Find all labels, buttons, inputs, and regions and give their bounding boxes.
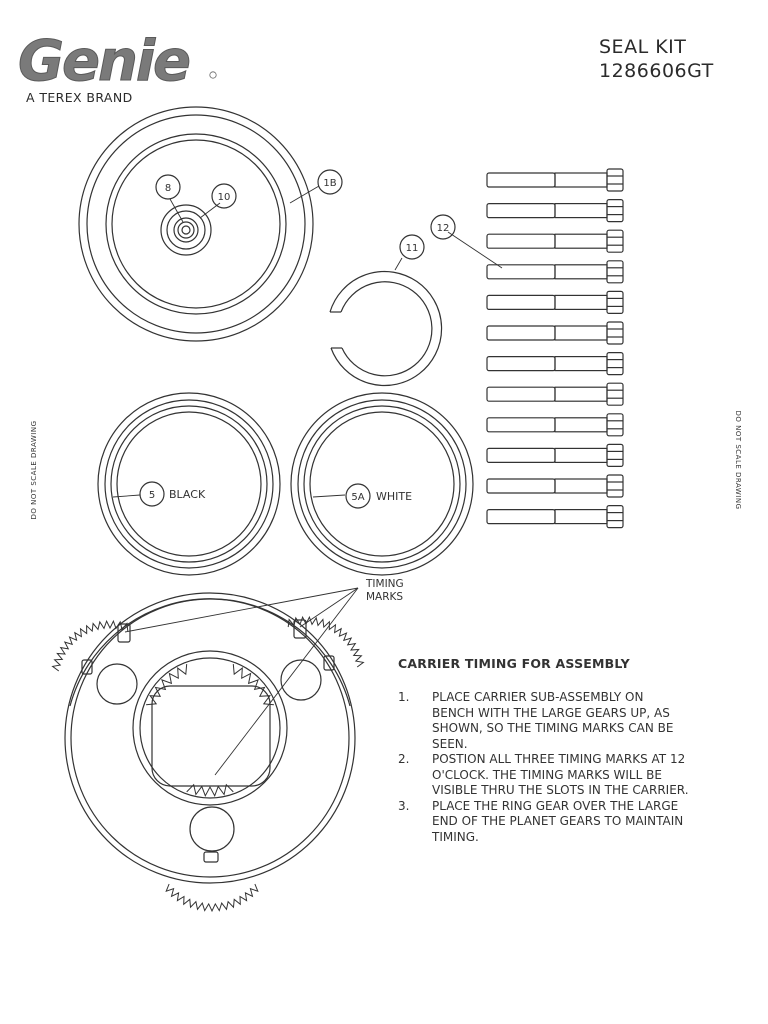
bolt: [486, 168, 624, 192]
bolt: [486, 229, 624, 253]
timing-marks-label: TIMING MARKS: [366, 578, 404, 604]
callout-12: 12: [430, 214, 456, 240]
instruction-step-3: 3. PLACE THE RING GEAR OVER THE LARGE EN…: [398, 798, 684, 844]
part-1b-seal-disc: [78, 106, 314, 342]
gear-tooth-arc: [51, 619, 129, 672]
leader-lines: [112, 185, 503, 776]
gear-tooth-arc: [186, 783, 234, 798]
svg-text:8: 8: [165, 183, 171, 194]
gear-tooth-arc: [287, 615, 365, 668]
gear-tooth-arc: [165, 883, 259, 913]
instruction-step-1: 1. PLACE CARRIER SUB-ASSEMBLY ON BENCH W…: [398, 690, 674, 751]
bolt: [486, 260, 624, 284]
registered-icon: [209, 71, 217, 79]
kit-number: 1286606GT: [599, 60, 714, 82]
bolt: [486, 321, 624, 345]
kit-title: SEAL KIT: [599, 36, 687, 58]
bolt: [486, 443, 624, 467]
part-11-snap-ring: [329, 270, 443, 387]
callout-11: 11: [399, 234, 425, 260]
callout-1b: 1B: [317, 169, 343, 195]
svg-text:11: 11: [406, 243, 419, 254]
timing-marks-line-2: MARKS: [366, 591, 404, 603]
svg-text:12: 12: [437, 223, 450, 234]
svg-text:10: 10: [218, 192, 231, 203]
callout-10: 10: [211, 183, 237, 209]
genie-logo: Genie: [18, 30, 217, 90]
brand-line: A TEREX BRAND: [26, 90, 133, 105]
callout-5a-label: WHITE: [376, 490, 412, 503]
callout-5a: 5A WHITE: [345, 483, 412, 509]
instruction-steps: 1. PLACE CARRIER SUB-ASSEMBLY ON BENCH W…: [398, 690, 738, 845]
callout-8: 8: [155, 174, 181, 200]
part-12-bolts: [486, 168, 624, 529]
carrier-assembly: [64, 592, 356, 884]
instruction-step-2: 2. POSTION ALL THREE TIMING MARKS AT 12 …: [398, 752, 689, 797]
bolt: [486, 413, 624, 437]
planet-gear-teeth: [51, 615, 365, 913]
part-5a-o-ring-white: [290, 392, 474, 576]
bolt: [486, 505, 624, 529]
gear-tooth-arc: [232, 664, 274, 706]
svg-text:1B: 1B: [323, 178, 336, 189]
callout-5: 5 BLACK: [139, 481, 206, 507]
bolt: [486, 290, 624, 314]
bolt: [486, 352, 624, 376]
part-5-o-ring-black: [97, 392, 281, 576]
timing-marks-line-1: TIMING: [366, 578, 404, 590]
bolt: [486, 199, 624, 223]
bolt: [486, 382, 624, 406]
callout-5-label: BLACK: [169, 488, 206, 501]
instructions-heading: CARRIER TIMING FOR ASSEMBLY: [398, 656, 630, 671]
logo-wordmark: Genie: [18, 30, 189, 90]
gear-tooth-arc: [146, 664, 188, 706]
svg-text:5A: 5A: [351, 492, 364, 503]
bolt: [486, 474, 624, 498]
part-8-10-center-seal: [160, 204, 212, 256]
svg-text:5: 5: [149, 490, 155, 501]
